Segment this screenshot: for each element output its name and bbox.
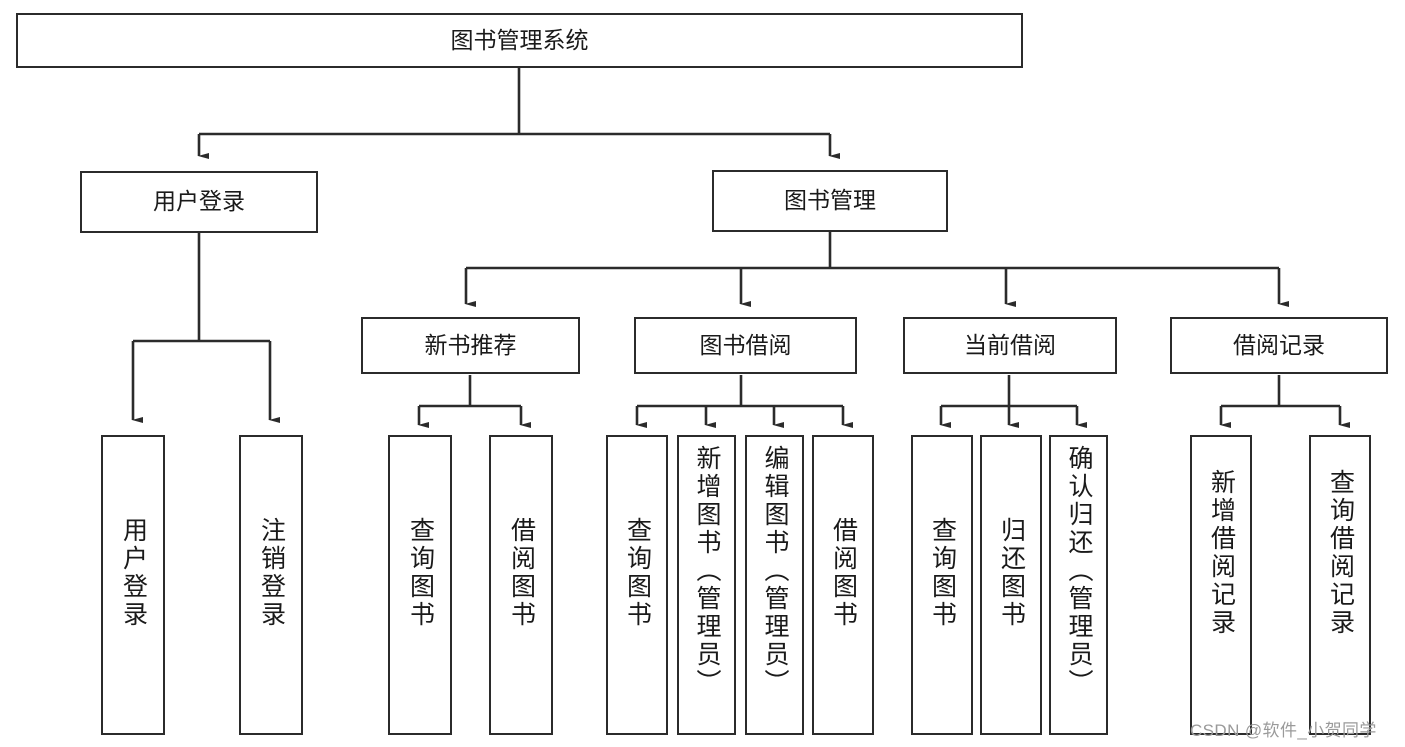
leaf-borrow-query-book-label: 查询图书 (623, 517, 652, 629)
leaf-borrow-add-book-label: 新增图书（管理员） (693, 445, 721, 697)
leaf-logout-label: 注销登录 (257, 517, 286, 629)
leaf-current-query-book[interactable]: 查询图书 (911, 435, 973, 735)
leaf-newbook-borrow-book[interactable]: 借阅图书 (489, 435, 553, 735)
node-root-system-label: 图书管理系统 (450, 26, 589, 53)
leaf-borrow-borrow-book[interactable]: 借阅图书 (812, 435, 874, 735)
leaf-borrow-edit-book[interactable]: 编辑图书（管理员） (745, 435, 804, 735)
csdn-watermark: CSDN @软件_小贺同学 (1190, 721, 1377, 740)
leaf-current-confirm-return[interactable]: 确认归还（管理员） (1049, 435, 1108, 735)
leaf-newbook-query-book-label: 查询图书 (406, 517, 435, 629)
leaf-borrow-edit-book-label: 编辑图书（管理员） (761, 445, 789, 697)
node-new-book-recommend-label: 新书推荐 (424, 331, 517, 358)
leaf-current-confirm-return-label: 确认归还（管理员） (1065, 445, 1093, 697)
node-user-login-label: 用户登录 (153, 188, 245, 215)
leaf-newbook-query-book[interactable]: 查询图书 (388, 435, 452, 735)
node-book-borrow-label: 图书借阅 (699, 331, 792, 358)
leaf-record-add-record-label: 新增借阅记录 (1207, 469, 1236, 637)
leaf-user-login-label: 用户登录 (119, 517, 148, 629)
node-new-book-recommend[interactable]: 新书推荐 (361, 317, 580, 374)
leaf-logout[interactable]: 注销登录 (239, 435, 303, 735)
node-borrow-record-label: 借阅记录 (1233, 331, 1325, 358)
node-borrow-record[interactable]: 借阅记录 (1170, 317, 1388, 374)
leaf-current-return-book[interactable]: 归还图书 (980, 435, 1042, 735)
node-book-management-label: 图书管理 (784, 187, 876, 214)
leaf-current-query-book-label: 查询图书 (928, 517, 957, 629)
node-book-management[interactable]: 图书管理 (712, 170, 948, 232)
leaf-newbook-borrow-book-label: 借阅图书 (507, 517, 536, 629)
node-book-borrow[interactable]: 图书借阅 (634, 317, 857, 374)
node-root-system[interactable]: 图书管理系统 (16, 13, 1023, 68)
leaf-record-query-record-label: 查询借阅记录 (1326, 469, 1355, 637)
leaf-current-return-book-label: 归还图书 (997, 517, 1026, 629)
node-user-login[interactable]: 用户登录 (80, 171, 318, 233)
leaf-borrow-add-book[interactable]: 新增图书（管理员） (677, 435, 736, 735)
leaf-record-add-record[interactable]: 新增借阅记录 (1190, 435, 1252, 735)
leaf-record-query-record[interactable]: 查询借阅记录 (1309, 435, 1371, 735)
leaf-borrow-borrow-book-label: 借阅图书 (829, 517, 858, 629)
leaf-borrow-query-book[interactable]: 查询图书 (606, 435, 668, 735)
node-current-borrow-label: 当前借阅 (964, 331, 1056, 358)
leaf-user-login[interactable]: 用户登录 (101, 435, 165, 735)
node-current-borrow[interactable]: 当前借阅 (903, 317, 1117, 374)
